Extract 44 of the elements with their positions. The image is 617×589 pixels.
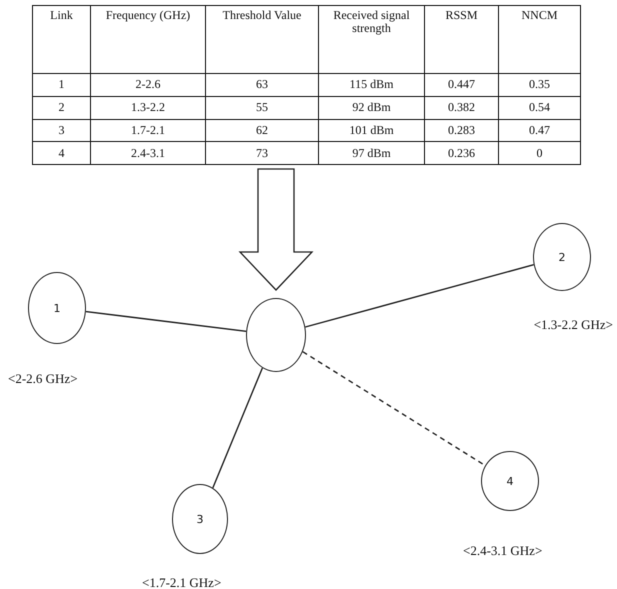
table-value: 2.4-3.1	[90, 142, 206, 164]
table-value: 0.54	[498, 96, 580, 119]
link-line	[212, 368, 264, 488]
link-line	[305, 264, 534, 328]
node-number: 1	[54, 302, 60, 314]
table-value: 55	[206, 96, 318, 119]
table-value: 1.7-2.1	[90, 119, 206, 142]
table-value: 3	[32, 119, 90, 142]
frequency-range-label: <2.4-3.1 GHz>	[463, 543, 542, 559]
block-arrow	[238, 168, 314, 291]
table-value: 101 dBm	[318, 119, 424, 142]
table-value: 2	[32, 96, 90, 119]
table-value: 92 dBm	[318, 96, 424, 119]
node-number: 2	[558, 250, 566, 264]
node-number: 3	[196, 512, 204, 526]
table-value: 2-2.6	[90, 74, 206, 96]
frequency-range-label: <1.7-2.1 GHz>	[142, 575, 222, 589]
column-header: Received signal strength	[318, 6, 424, 74]
node-number: 4	[506, 474, 514, 488]
column-header: Frequency (GHz)	[90, 6, 206, 74]
column-header: RSSM	[424, 6, 498, 74]
frequency-range-label: <2-2.6 GHz>	[8, 371, 78, 387]
table-value: 0.283	[424, 119, 498, 142]
table-value: 0	[498, 142, 580, 164]
table-value: 1	[32, 74, 90, 96]
table-value: 73	[206, 142, 318, 164]
column-header: Link	[32, 6, 90, 74]
table-value: 0.236	[424, 142, 498, 164]
column-header: NNCM	[498, 6, 580, 74]
table-value: 4	[32, 142, 90, 164]
table-value: 0.447	[424, 74, 498, 96]
table-value: 0.35	[498, 74, 580, 96]
table-value: 63	[206, 74, 318, 96]
data-table	[32, 5, 580, 165]
table-value: 115 dBm	[318, 74, 424, 96]
link-line	[86, 310, 246, 332]
frequency-range-label: <1.3-2.2 GHz>	[534, 317, 613, 333]
table-value: 97 dBm	[318, 142, 424, 164]
table-value: 0.47	[498, 119, 580, 142]
table-value: 1.3-2.2	[90, 96, 206, 119]
table-value: 0.382	[424, 96, 498, 119]
dashed-link-line	[302, 351, 486, 466]
column-header: Threshold Value	[206, 6, 318, 74]
table-value: 62	[206, 119, 318, 142]
